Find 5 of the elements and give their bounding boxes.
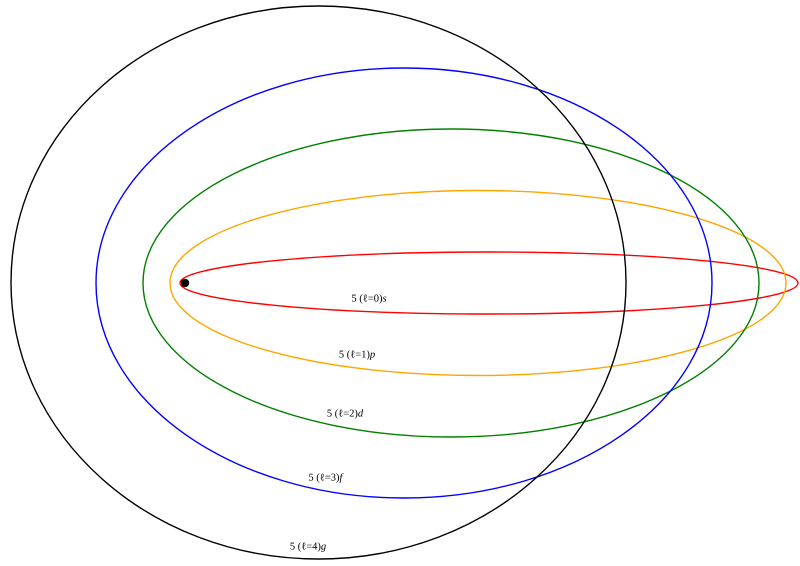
orbit-label: 5 (ℓ=0)s: [352, 294, 386, 304]
orbit-label: 5 (ℓ=2)d: [327, 409, 364, 419]
orbit-label: 5 (ℓ=4)g: [290, 542, 326, 552]
orbit-label: 5 (ℓ=1)p: [339, 350, 375, 360]
orbit-label: 5 (ℓ=3)f: [309, 473, 344, 483]
